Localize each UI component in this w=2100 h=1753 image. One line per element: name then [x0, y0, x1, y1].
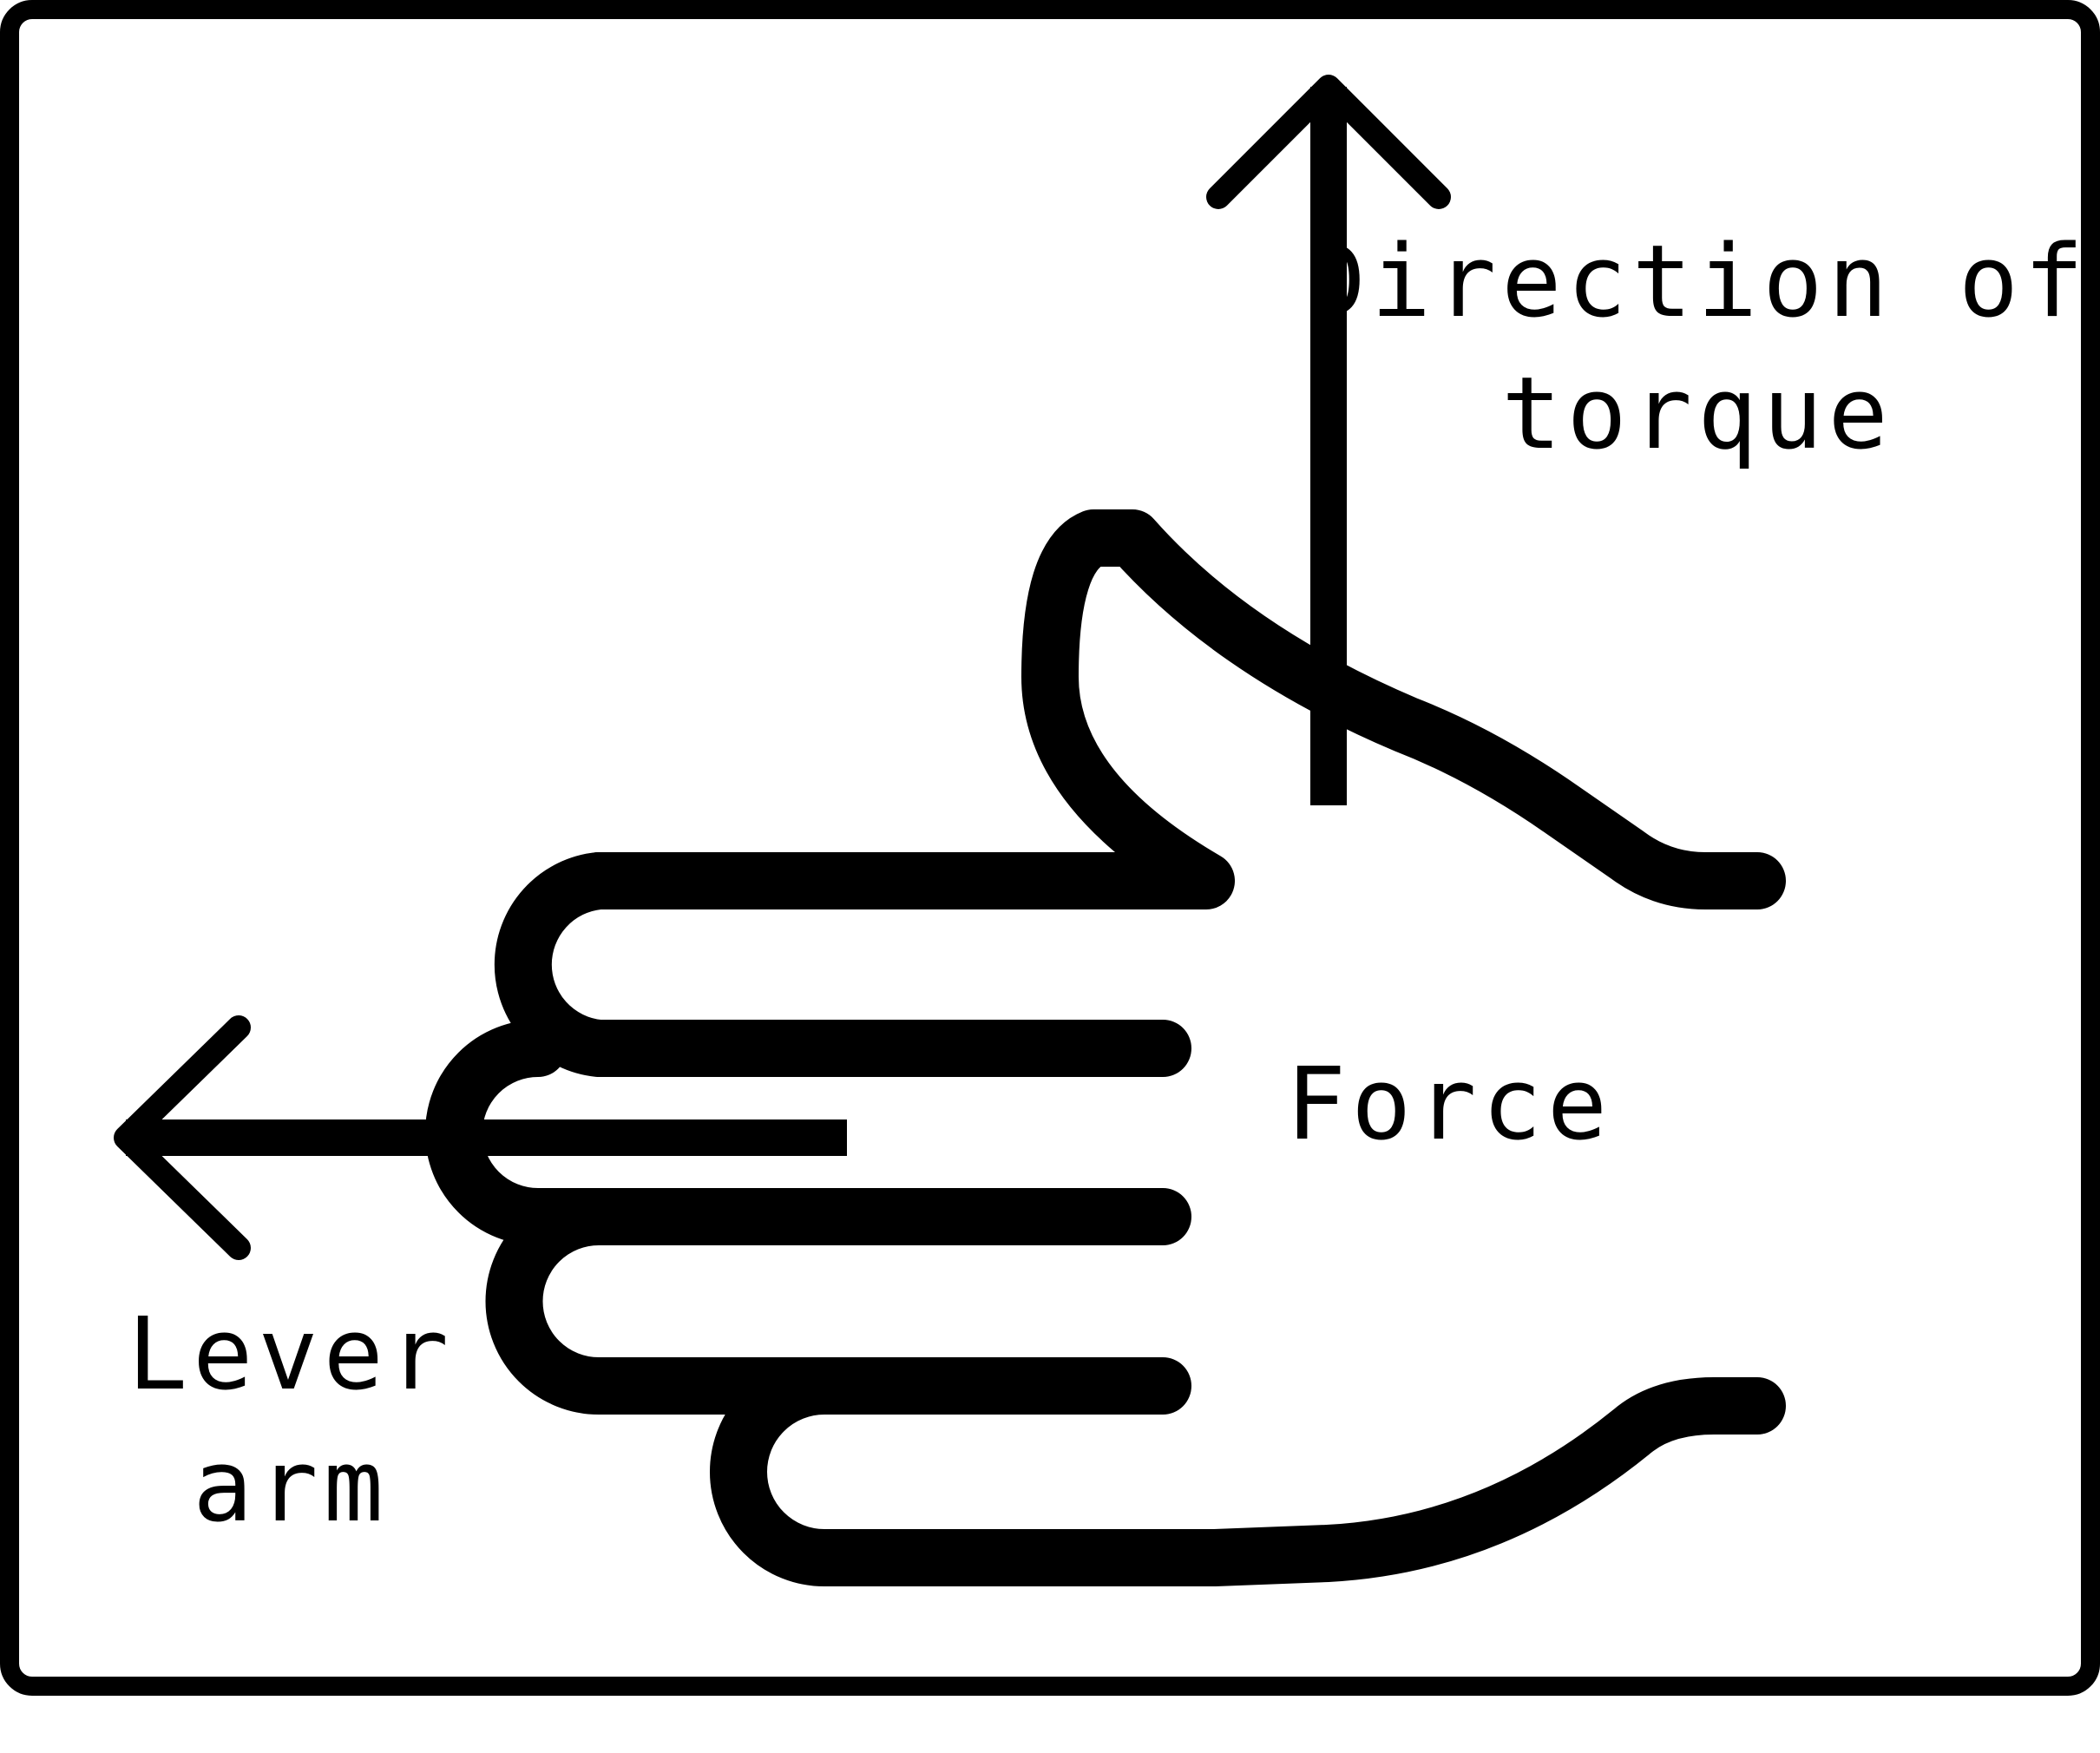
ring-finger-outline: [485, 1188, 1191, 1415]
thumb-outline: [570, 509, 1786, 909]
force-label: Force: [1286, 1047, 1612, 1163]
torque-label-line1: Direction of: [1306, 224, 2090, 340]
lever-label-line1: Lever: [128, 1297, 454, 1413]
lever-arrow-head: [114, 1015, 251, 1260]
up-arrow-icon: [1206, 75, 1451, 805]
torque-arrow-head: [1206, 75, 1451, 209]
left-arrow-icon: [114, 1015, 847, 1260]
pinky-finger-outline: [710, 1357, 1786, 1586]
index-finger-outline: [494, 852, 1191, 1077]
torque-label-line2: torque: [1501, 356, 1893, 472]
lever-label-line2: arm: [193, 1428, 389, 1545]
